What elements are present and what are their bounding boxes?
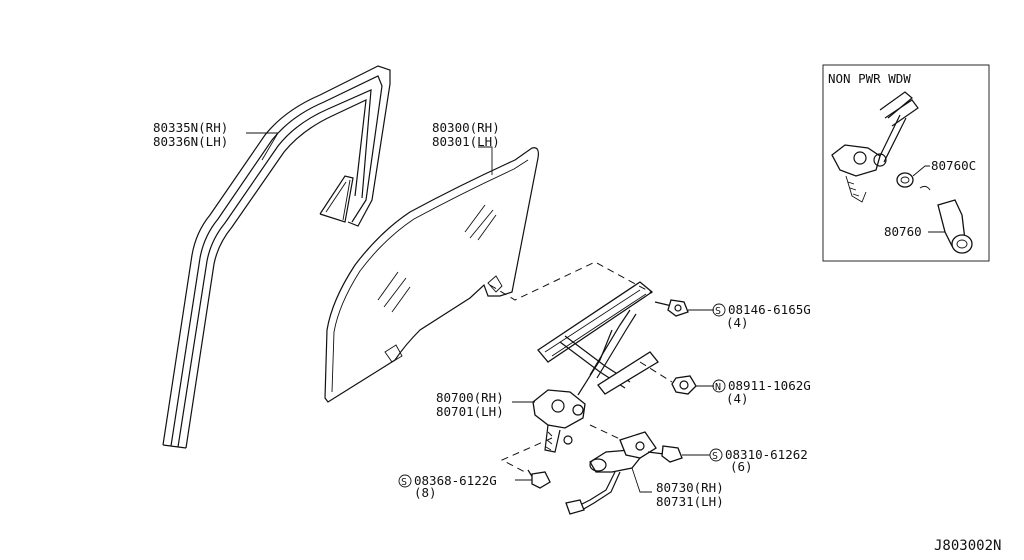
run-channel <box>162 65 391 449</box>
leader-lines <box>246 132 714 493</box>
regulator-rh-label: 80700(RH) <box>436 390 504 405</box>
handle-label: 80760 <box>884 224 922 239</box>
nut-symbol: N <box>715 382 721 393</box>
alignment-lines <box>489 261 673 473</box>
motor-rh-label: 80730(RH) <box>656 480 724 495</box>
screw-2-symbol: S <box>401 477 407 488</box>
nut-qty-label: (4) <box>726 391 749 406</box>
regulator-lh-label: 80701(LH) <box>436 404 504 419</box>
diagram-code: J803002N <box>934 538 1001 554</box>
screw-08310 <box>647 445 683 463</box>
bolt-1-part-label: 08146-6165G <box>728 302 811 317</box>
bolt-1-qty-label: (4) <box>726 315 749 330</box>
run-channel-lh-label: 80336N(LH) <box>153 134 228 149</box>
bolt-08146 <box>654 299 689 317</box>
screw-08368 <box>527 469 551 489</box>
window-regulator <box>532 281 659 453</box>
inset-title: NON PWR WDW <box>828 71 911 86</box>
escutcheon-label: 80760C <box>931 158 976 173</box>
bolt-1-symbol: S <box>715 306 721 317</box>
screw-1-qty-label: (6) <box>730 459 753 474</box>
glass-lh-label: 80301(LH) <box>432 134 500 149</box>
screw-2-part-label: 08368-6122G <box>414 473 497 488</box>
inset-non-power-window: NON PWR WDW 80760C 80760 <box>822 64 990 262</box>
inset-escutcheon <box>896 165 931 191</box>
regulator-motor <box>565 431 657 515</box>
screw-1-symbol: S <box>712 451 718 462</box>
nut-part-label: 08911-1062G <box>728 378 811 393</box>
inset-regulator-detail <box>831 91 919 203</box>
part-labels: 80335N(RH) 80336N(LH) 80300(RH) 80301(LH… <box>153 120 811 509</box>
screw-2-qty-label: (8) <box>414 485 437 500</box>
run-channel-rh-label: 80335N(RH) <box>153 120 228 135</box>
inset-window-handle <box>928 199 973 254</box>
door-glass <box>324 147 539 403</box>
glass-rh-label: 80300(RH) <box>432 120 500 135</box>
screw-1-part-label: 08310-61262 <box>725 447 808 462</box>
motor-lh-label: 80731(LH) <box>656 494 724 509</box>
nut-08911 <box>671 375 697 395</box>
